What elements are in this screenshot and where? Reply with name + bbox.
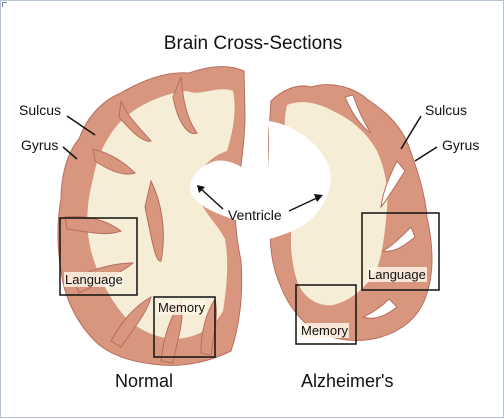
alzheimers-language-box bbox=[361, 212, 440, 291]
alzheimers-sulcus-gap-1 bbox=[344, 94, 372, 134]
alzheimers-ventricle bbox=[269, 121, 331, 239]
normal-sulcus-pointer bbox=[66, 115, 96, 136]
ventricle-pointer-right bbox=[288, 196, 320, 212]
ventricle-pointer-left bbox=[200, 188, 224, 210]
alzheimers-sulcus-pointer bbox=[400, 115, 422, 150]
normal-gyrus-pointer bbox=[62, 146, 78, 160]
normal-fold-2 bbox=[92, 148, 136, 175]
normal-ventricle bbox=[190, 160, 245, 223]
diagram-title: Brain Cross-Sections bbox=[163, 33, 343, 54]
alzheimers-memory-box bbox=[295, 284, 357, 345]
alzheimers-language-label: Language bbox=[367, 267, 427, 282]
normal-caption: Normal bbox=[115, 371, 174, 391]
frame-corner-mark bbox=[2, 2, 7, 7]
alzheimers-caption: Alzheimer's bbox=[301, 371, 394, 391]
ventricle-arrowhead-right bbox=[314, 194, 323, 202]
normal-fold-9 bbox=[144, 179, 164, 262]
normal-memory-box bbox=[153, 296, 216, 358]
ventricle-arrowhead-left bbox=[197, 185, 205, 193]
normal-brain bbox=[57, 66, 246, 366]
ventricle-label: Ventricle bbox=[228, 207, 282, 223]
alzheimers-gyrus-label: Gyrus bbox=[442, 137, 480, 153]
normal-fold-3 bbox=[172, 76, 198, 134]
alzheimers-sulcus-gap-2 bbox=[380, 160, 406, 209]
normal-fold-4 bbox=[64, 216, 123, 235]
normal-gyrus-label: Gyrus bbox=[21, 137, 59, 153]
normal-sulcus-label: Sulcus bbox=[19, 102, 62, 118]
normal-fold-1 bbox=[118, 99, 152, 142]
alzheimers-gyrus-pointer bbox=[414, 146, 438, 162]
normal-fold-6 bbox=[110, 296, 152, 348]
normal-language-box bbox=[59, 217, 138, 296]
normal-language-label: Language bbox=[64, 272, 124, 287]
normal-memory-label: Memory bbox=[157, 300, 206, 315]
alzheimers-memory-label: Memory bbox=[300, 323, 349, 338]
alzheimers-sulcus-gap-3 bbox=[381, 226, 416, 252]
alzheimers-sulcus-gap-4 bbox=[361, 298, 398, 319]
alzheimers-sulcus-label: Sulcus bbox=[425, 102, 468, 118]
